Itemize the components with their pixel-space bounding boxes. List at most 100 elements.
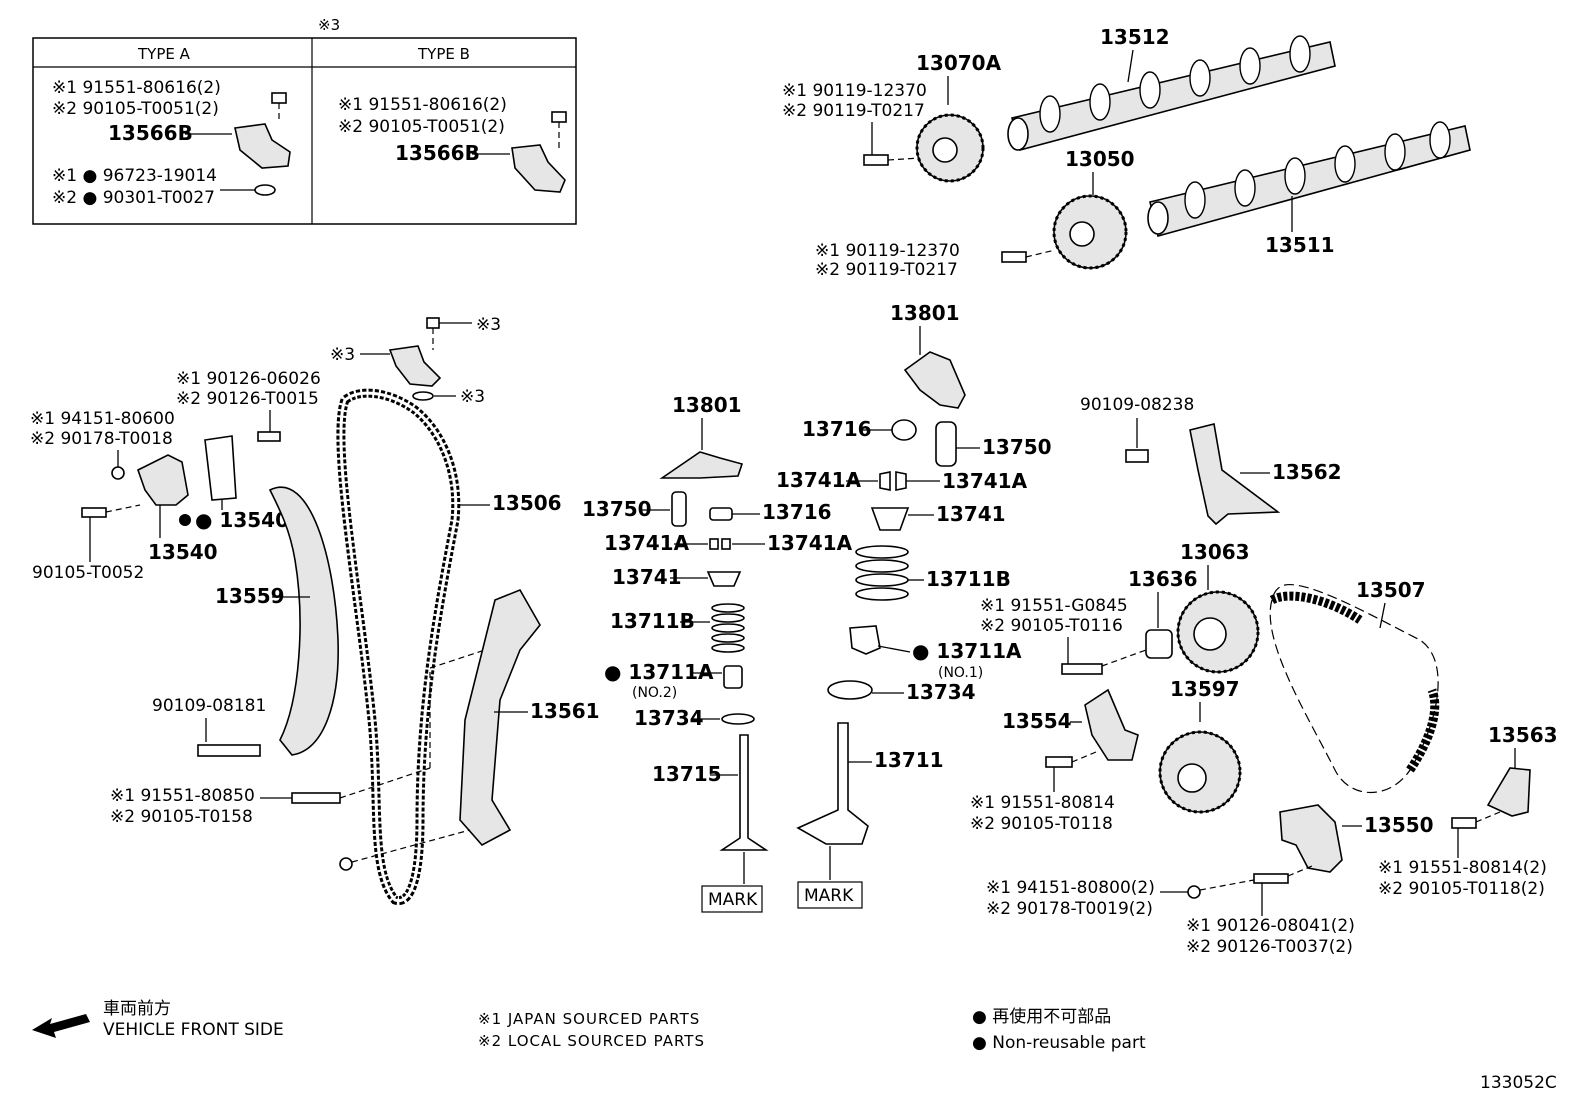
b4-line1: ※1 91551-G0845 xyxy=(980,596,1128,616)
label-13540: 13540 xyxy=(148,540,218,564)
label-13741a2-left: 13741A xyxy=(776,468,862,492)
b2-line1: ※1 94151-80600 xyxy=(30,409,175,429)
guide-bolt-icon xyxy=(197,744,261,757)
spring-seat-a-icon xyxy=(721,713,755,725)
chain-guide-13562-icon xyxy=(1189,423,1281,526)
lash-adjuster-a-icon xyxy=(671,491,687,527)
label-13711b-b: 13711B xyxy=(926,567,1011,591)
label-13716-a: 13716 xyxy=(762,500,832,524)
valve-train-left: 13801 13750 13716 13741A 13741A 13741 13… xyxy=(582,393,853,913)
legend-jp: ● 再使用不可部品 xyxy=(972,1006,1111,1027)
bolt1-icon xyxy=(863,154,889,166)
label-90105-t0052: 90105-T0052 xyxy=(32,563,144,583)
chain-guide-13563-icon xyxy=(1486,767,1531,817)
non-reusable-dot-icon xyxy=(179,514,191,526)
type-a-line3: ※1 ● 96723-19014 xyxy=(52,166,217,186)
label-13550: 13550 xyxy=(1364,813,1434,837)
type-a-bracket: 13566B xyxy=(108,121,193,145)
tensioner-nut-icon xyxy=(1187,885,1201,899)
sprocket-bolt-icon xyxy=(1061,663,1103,675)
b1-line2: ※2 90126-T0015 xyxy=(176,389,319,409)
bushing-13636-icon xyxy=(1145,629,1173,659)
label-13063: 13063 xyxy=(1180,540,1250,564)
retainer-lock-a2-icon xyxy=(721,538,731,550)
valve-stem-cap-a-icon xyxy=(709,507,733,521)
b1-line1: ※1 90126-06026 xyxy=(176,369,321,389)
b7-line1: ※1 94151-80800(2) xyxy=(986,878,1155,898)
valve-train-right: 13801 13716 13750 13741A 13741A 13741 13… xyxy=(776,301,1052,909)
b3-line1: ※1 91551-80850 xyxy=(110,786,255,806)
label-13554: 13554 xyxy=(1002,709,1072,733)
label-13741a-right: 13741A xyxy=(767,531,853,555)
type-b-bolt-icon xyxy=(551,111,567,123)
damper-bolt-icon xyxy=(291,792,341,804)
b6-line1: ※1 91551-80814(2) xyxy=(1378,858,1547,878)
label-90109-08238: 90109-08238 xyxy=(1080,395,1194,415)
label-13559: 13559 xyxy=(215,584,285,608)
mark-b: MARK xyxy=(804,886,854,906)
b5-line2: ※2 90105-T0118 xyxy=(970,814,1113,834)
b3-line2: ※2 90105-T0158 xyxy=(110,807,253,827)
intake-valve-icon xyxy=(796,722,869,845)
bolt2-line1: ※1 90119-12370 xyxy=(815,241,960,261)
nut-icon xyxy=(111,466,125,480)
camshaft-group: 13512 13070A ※1 90119-12370 ※2 90119-T02… xyxy=(782,25,1471,280)
label-13507: 13507 xyxy=(1356,578,1426,602)
intake-camshaft-icon xyxy=(1149,125,1471,237)
chain-bracket-oring-icon xyxy=(412,391,434,401)
type-a-bracket-icon xyxy=(234,123,291,169)
label-13050: 13050 xyxy=(1065,147,1135,171)
tensioner-arm-13554-icon xyxy=(1084,688,1139,761)
type-a-bolt-icon xyxy=(271,92,287,104)
type-a-header: TYPE A xyxy=(137,45,191,63)
front-jp: 車両前方 xyxy=(103,999,171,1019)
label-13636: 13636 xyxy=(1128,567,1198,591)
diagram-code: 133052C xyxy=(1480,1073,1557,1093)
rocker-arm-a-icon xyxy=(659,451,744,479)
type-b-bracket: 13566B xyxy=(395,141,480,165)
label-13734-b: 13734 xyxy=(906,680,976,704)
footer: 車両前方 VEHICLE FRONT SIDE ※1 JAPAN SOURCED… xyxy=(32,999,1557,1093)
retainer-lock-b2-icon xyxy=(895,471,907,491)
b7-line2: ※2 90178-T0019(2) xyxy=(986,899,1153,919)
balance-chain-13507-icon xyxy=(1269,584,1439,793)
exhaust-valve-icon xyxy=(719,734,769,851)
label-no1: (NO.1) xyxy=(938,665,983,681)
type-b-bracket-icon xyxy=(511,144,566,193)
guide-bolt-right-icon xyxy=(1125,449,1149,463)
label-13716-b: 13716 xyxy=(802,417,872,441)
bolt1-line1: ※1 90119-12370 xyxy=(782,81,927,101)
type-a-line1: ※1 91551-80616(2) xyxy=(52,78,221,98)
front-arrow-icon xyxy=(32,1014,90,1038)
label-13741a-left: 13741A xyxy=(604,531,690,555)
chain-tensioner-icon xyxy=(137,454,189,506)
label-13506: 13506 xyxy=(492,491,562,515)
chain-slipper-guide-icon xyxy=(268,486,339,756)
label-13562: 13562 xyxy=(1272,460,1342,484)
chain-bracket-icon xyxy=(388,345,442,387)
retainer-lock-b1-icon xyxy=(879,471,891,491)
type-b-header: TYPE B xyxy=(417,45,470,63)
mark3-c: ※3 xyxy=(460,387,485,407)
label-13801-a: 13801 xyxy=(672,393,742,417)
note-japan: ※1 JAPAN SOURCED PARTS xyxy=(478,1010,700,1028)
chain-tensioner-13550-icon xyxy=(1279,804,1343,873)
label-13741-b: 13741 xyxy=(936,502,1006,526)
label-13711b-a: 13711B xyxy=(610,609,695,633)
type-a-oring-icon xyxy=(254,184,276,196)
label-13512: 13512 xyxy=(1100,25,1170,49)
damper-nut-icon xyxy=(339,857,353,871)
valve-spring-b-icon xyxy=(855,545,909,601)
retainer-lock-a1-icon xyxy=(709,538,719,550)
mark-a: MARK xyxy=(708,890,758,910)
type-b-line1: ※1 91551-80616(2) xyxy=(338,95,507,115)
front-en: VEHICLE FRONT SIDE xyxy=(103,1020,284,1040)
chain-bracket-bolt-icon xyxy=(426,317,440,329)
exhaust-camshaft-icon xyxy=(1011,41,1336,151)
label-13597: 13597 xyxy=(1170,677,1240,701)
label-13741a2-right: 13741A xyxy=(942,469,1028,493)
bolt1-line2: ※2 90119-T0217 xyxy=(782,101,925,121)
chain-vibration-damper-icon xyxy=(459,588,541,847)
